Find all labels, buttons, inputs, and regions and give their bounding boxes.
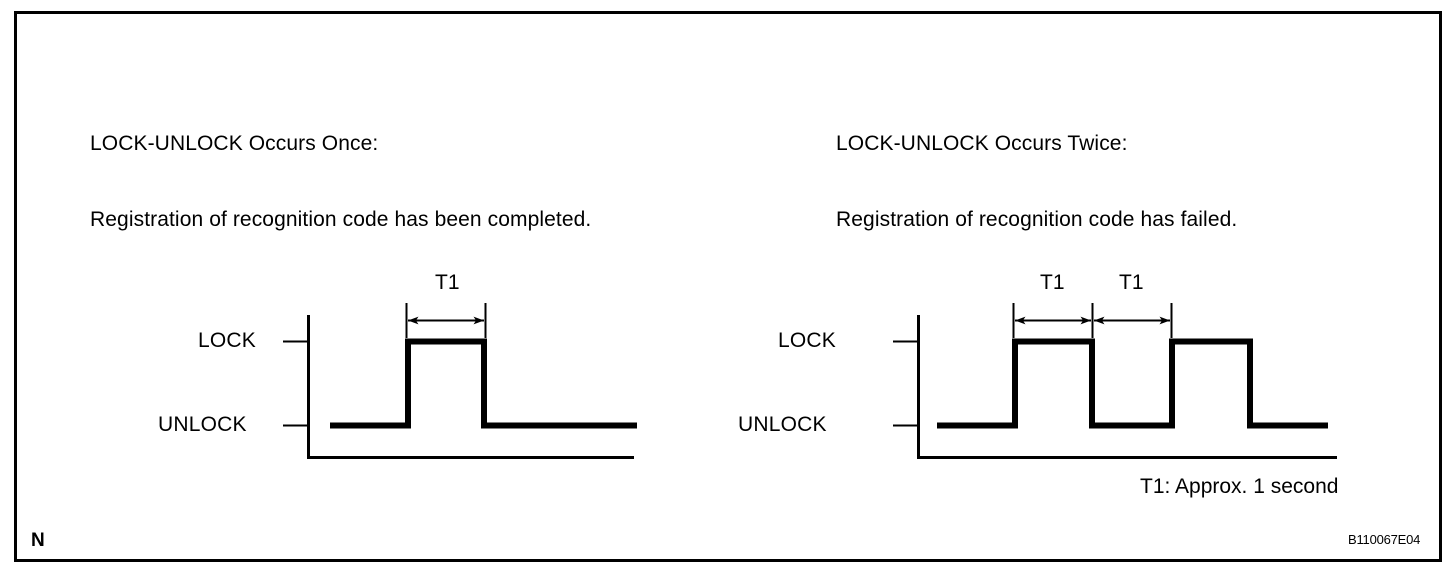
panel-once-axis-label-low: UNLOCK (158, 413, 247, 436)
panel-twice-heading: LOCK-UNLOCK Occurs Twice: (836, 132, 1128, 155)
panel-once-dimension-label-t1: T1 (435, 271, 460, 294)
sheet-corner-mark: N (31, 530, 45, 551)
panel-once-heading: LOCK-UNLOCK Occurs Once: (90, 132, 379, 155)
panel-twice-timing-note: T1: Approx. 1 second (1140, 475, 1339, 498)
panel-twice-dimension-label-t1-first: T1 (1040, 271, 1065, 294)
figure-border (14, 11, 1442, 562)
panel-twice-axis-label-low: UNLOCK (738, 413, 827, 436)
panel-twice-description: Registration of recognition code has fai… (836, 208, 1238, 231)
panel-twice-axis-label-high: LOCK (778, 329, 836, 352)
figure-reference-code: B110067E04 (1348, 532, 1421, 547)
panel-once-axis-label-high: LOCK (198, 329, 256, 352)
panel-once-description: Registration of recognition code has bee… (90, 208, 592, 231)
panel-twice-dimension-label-t1-second: T1 (1119, 271, 1144, 294)
